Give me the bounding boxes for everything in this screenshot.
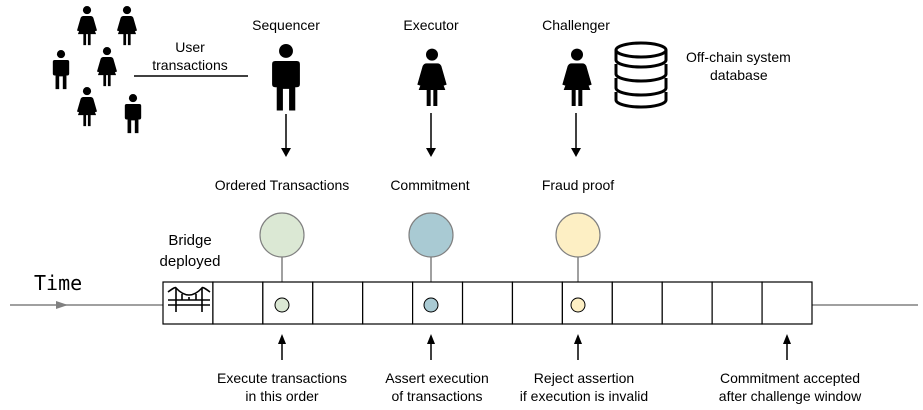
timeline-slot xyxy=(561,281,613,325)
user-man-icon xyxy=(124,94,142,134)
reject-note-line1: Reject assertion xyxy=(534,370,634,386)
ordered-transactions-circle xyxy=(259,212,305,258)
timeline-slot xyxy=(661,281,713,325)
sequencer-man-icon xyxy=(272,44,300,111)
user-crowd xyxy=(52,6,142,134)
timeline-slot xyxy=(312,281,364,325)
timeline-slot xyxy=(362,281,414,325)
accepted-up-arrow xyxy=(783,334,791,360)
bridge-label-line1: Bridge xyxy=(168,232,211,249)
sequencer-label: Sequencer xyxy=(252,17,320,33)
timeline-slot xyxy=(611,281,663,325)
reject-note-line2: if execution is invalid xyxy=(520,388,648,404)
time-axis-arrowhead xyxy=(56,301,68,309)
execute-note-line2: in this order xyxy=(245,388,318,404)
timeline-slot xyxy=(761,281,813,325)
reject-up-arrow xyxy=(574,334,582,360)
challenger-woman-icon xyxy=(562,48,592,106)
user-woman-icon xyxy=(77,6,97,46)
execute-up-arrow xyxy=(278,334,286,360)
sequencer-arrow xyxy=(281,114,291,157)
challenger-label: Challenger xyxy=(542,17,610,33)
user-man-icon xyxy=(52,50,70,90)
bridge-label-line2: deployed xyxy=(160,253,221,270)
executor-arrow xyxy=(426,113,436,157)
database-label-line2: database xyxy=(710,67,768,83)
ordered-marker xyxy=(274,297,290,313)
bridge-icon xyxy=(167,286,211,312)
assert-note-line1: Assert execution xyxy=(385,370,489,386)
assert-up-arrow xyxy=(427,334,435,360)
user-woman-icon xyxy=(117,6,137,46)
user-woman-icon xyxy=(77,87,97,127)
timeline-slot xyxy=(412,281,464,325)
commitment-label: Commitment xyxy=(390,177,469,193)
fraud-proof-label: Fraud proof xyxy=(542,177,614,193)
accepted-note-line1: Commitment accepted xyxy=(720,370,860,386)
user-label-line1: User xyxy=(175,39,205,55)
execute-note-line1: Execute transactions xyxy=(217,370,347,386)
fraud-marker xyxy=(570,297,586,313)
timeline-slot xyxy=(212,281,264,325)
time-label: Time xyxy=(34,271,82,295)
commitment-marker xyxy=(423,297,439,313)
user-woman-icon xyxy=(97,47,117,87)
timeline-slot xyxy=(461,281,514,325)
timeline-slot xyxy=(711,281,763,325)
executor-woman-icon xyxy=(417,48,447,106)
timeline-slots xyxy=(162,281,813,325)
database-icon xyxy=(614,41,668,109)
assert-note-line2: of transactions xyxy=(391,388,482,404)
commitment-circle xyxy=(408,212,454,258)
accepted-note-line2: after challenge window xyxy=(719,388,862,404)
ordered-transactions-label: Ordered Transactions xyxy=(215,177,350,193)
database-label-line1: Off-chain system xyxy=(686,49,791,65)
executor-label: Executor xyxy=(403,17,459,33)
challenger-arrow xyxy=(571,113,581,157)
user-label-line2: transactions xyxy=(152,57,227,73)
fraud-proof-circle xyxy=(555,212,601,258)
timeline-slot xyxy=(511,281,563,325)
